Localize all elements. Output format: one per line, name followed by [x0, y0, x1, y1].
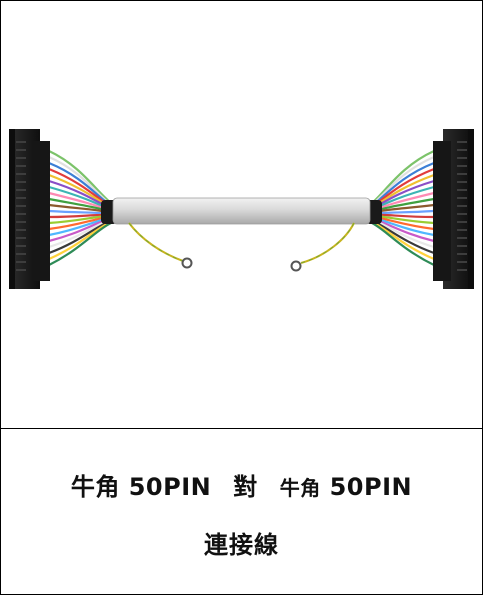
right-connector-type: 牛角: [279, 476, 321, 500]
divider: [1, 428, 482, 429]
left-ring-terminal: [181, 257, 193, 269]
cable-jacket: [112, 197, 371, 225]
product-image: [1, 1, 482, 428]
connector-word: 對: [233, 473, 258, 501]
right-ring-terminal: [290, 260, 302, 272]
product-title-line2: 連接線: [204, 531, 279, 559]
left-connector-pins: 50PIN: [128, 473, 212, 501]
right-connector-pins: 50PIN: [329, 473, 413, 501]
left-connector: [9, 129, 50, 289]
left-connector-type: 牛角: [70, 473, 120, 501]
right-connector: [433, 129, 474, 289]
cable-illustration: [9, 129, 474, 289]
ground-wires: [128, 222, 355, 272]
